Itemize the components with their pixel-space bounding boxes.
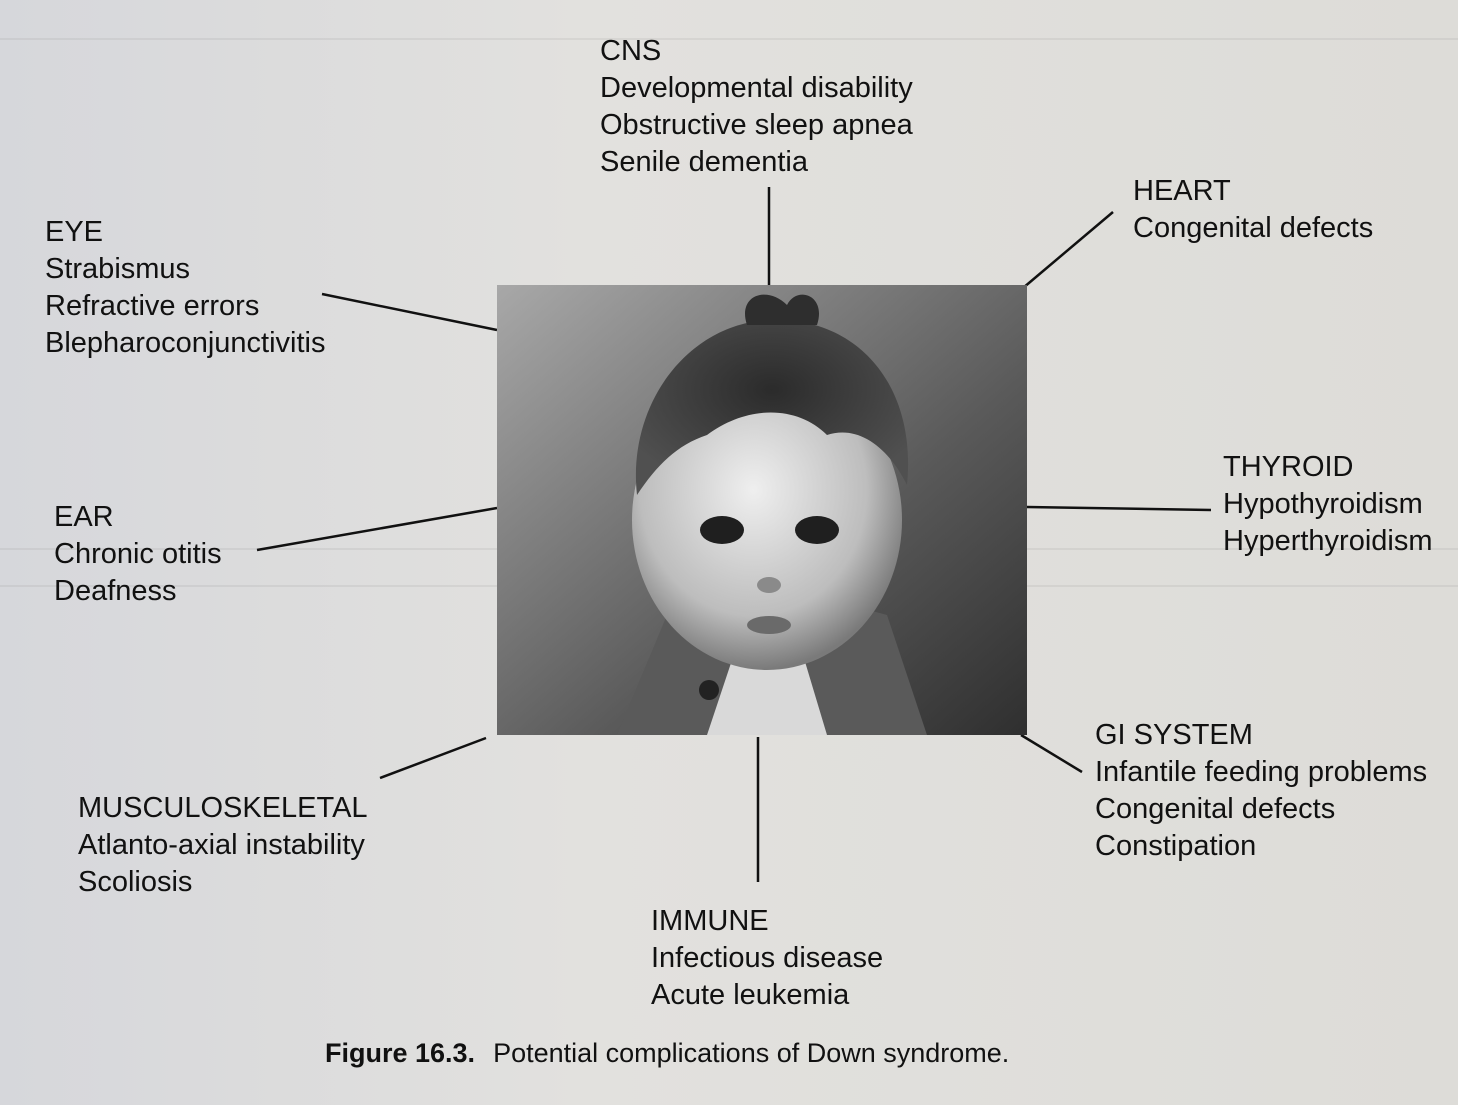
thyroid-label: THYROID Hypothyroidism Hyperthyroidism (1223, 449, 1433, 560)
gi-connector (1021, 735, 1082, 772)
eye-heading: EYE (45, 214, 325, 251)
musculoskeletal-label: MUSCULOSKELETAL Atlanto-axial instabilit… (78, 790, 368, 901)
eye-item: Blepharoconjunctivitis (45, 325, 325, 362)
figure-caption: Figure 16.3. Potential complications of D… (325, 1038, 1009, 1069)
musculoskeletal-item: Scoliosis (78, 864, 368, 901)
ear-item: Chronic otitis (54, 536, 222, 573)
cns-item: Developmental disability (600, 70, 913, 107)
immune-heading: IMMUNE (651, 903, 883, 940)
cns-label: CNS Developmental disability Obstructive… (600, 33, 913, 181)
cns-heading: CNS (600, 33, 913, 70)
ear-label: EAR Chronic otitis Deafness (54, 499, 222, 610)
ear-item: Deafness (54, 573, 222, 610)
gi-item: Infantile feeding problems (1095, 754, 1427, 791)
heart-label: HEART Congenital defects (1133, 173, 1373, 247)
child-portrait-illustration (497, 285, 1027, 735)
thyroid-item: Hypothyroidism (1223, 486, 1433, 523)
figure-caption-text: Potential complications of Down syndrome… (493, 1038, 1009, 1068)
figure-number: Figure 16.3. (325, 1038, 475, 1068)
ear-connector (257, 508, 497, 550)
gi-item: Congenital defects (1095, 791, 1427, 828)
immune-item: Infectious disease (651, 940, 883, 977)
cns-item: Senile dementia (600, 144, 913, 181)
ear-heading: EAR (54, 499, 222, 536)
thyroid-connector (1027, 507, 1211, 510)
gi-item: Constipation (1095, 828, 1427, 865)
musculoskeletal-connector (380, 738, 486, 778)
immune-item: Acute leukemia (651, 977, 883, 1014)
heart-item: Congenital defects (1133, 210, 1373, 247)
gi-heading: GI SYSTEM (1095, 717, 1427, 754)
thyroid-item: Hyperthyroidism (1223, 523, 1433, 560)
child-photograph (497, 285, 1027, 735)
heart-heading: HEART (1133, 173, 1373, 210)
eye-label: EYE Strabismus Refractive errors Blephar… (45, 214, 325, 362)
eye-item: Strabismus (45, 251, 325, 288)
heart-connector (1023, 212, 1113, 288)
immune-label: IMMUNE Infectious disease Acute leukemia (651, 903, 883, 1014)
gi-label: GI SYSTEM Infantile feeding problems Con… (1095, 717, 1427, 865)
musculoskeletal-item: Atlanto-axial instability (78, 827, 368, 864)
thyroid-heading: THYROID (1223, 449, 1433, 486)
eye-connector (322, 294, 497, 330)
musculoskeletal-heading: MUSCULOSKELETAL (78, 790, 368, 827)
eye-item: Refractive errors (45, 288, 325, 325)
cns-item: Obstructive sleep apnea (600, 107, 913, 144)
